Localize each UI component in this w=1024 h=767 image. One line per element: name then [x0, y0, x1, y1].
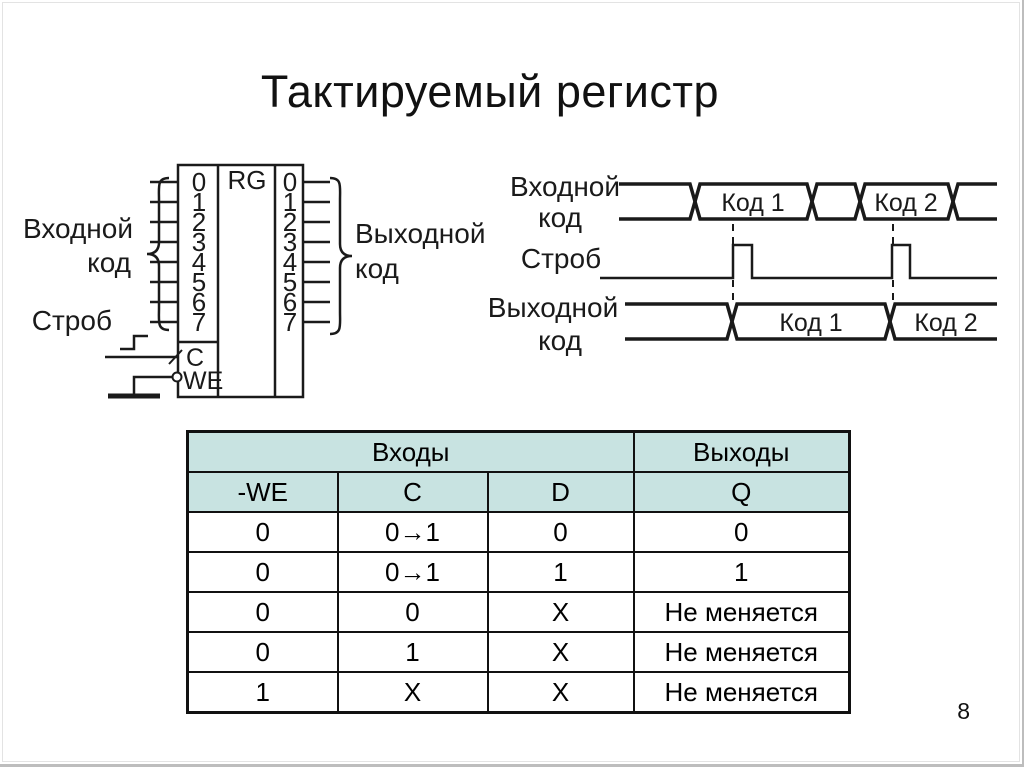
circuit-input-code-label-line1: Входной	[23, 213, 133, 244]
strobe-waveform	[600, 243, 997, 280]
circuit-strobe-label: Строб	[32, 305, 112, 336]
page-number: 8	[957, 698, 970, 724]
table-column-header-row: -WE C D Q	[186, 471, 851, 513]
inversion-circle-icon	[171, 371, 183, 383]
table-row: 1 X X Не меняется	[186, 671, 851, 714]
timing-output-code-label-line2: код	[538, 325, 582, 356]
register-type-label: RG	[228, 165, 267, 195]
input-pin-label: 3	[192, 227, 206, 257]
circuit-output-code-label-line1: Выходной	[355, 218, 485, 249]
output-pin-label: 5	[283, 267, 297, 297]
column-header-c: C	[336, 471, 489, 513]
slide-title: Тактируемый регистр	[260, 66, 720, 117]
output-bus-cell-label: Код 1	[779, 309, 842, 337]
table-row: 0 0→1 0 0	[186, 511, 851, 553]
input-pin-label: 7	[192, 307, 206, 337]
input-bus-cell-label: Код 2	[874, 189, 937, 217]
write-enable-wire	[132, 375, 172, 395]
timing-strobe-label: Строб	[521, 243, 601, 274]
output-pin-stubs	[303, 180, 330, 324]
table-cell: Не меняется	[632, 591, 851, 633]
output-pin-label: 0	[283, 167, 297, 197]
write-enable-pin-label: WE	[183, 367, 223, 395]
table-row: 0 1 X Не меняется	[186, 631, 851, 673]
output-code-brace	[329, 176, 353, 336]
timing-input-code-label-line1: Входной	[510, 171, 620, 202]
output-bus-cell-label: Код 2	[914, 309, 977, 337]
input-pin-label: 6	[192, 287, 206, 317]
rising-edge-icon	[120, 334, 148, 351]
group-header-outputs: Выходы	[632, 430, 851, 473]
table-cell: 0	[186, 511, 339, 553]
input-code-brace	[146, 176, 170, 332]
dynamic-input-slash	[168, 349, 183, 365]
table-cell: X	[486, 671, 635, 714]
input-pin-label: 2	[192, 207, 206, 237]
input-bus-waveform	[619, 182, 997, 221]
timing-diagram	[600, 182, 997, 341]
truth-table: Входы Выходы -WE C D Q 0 0→1 0 0 0 0→1 1…	[186, 430, 851, 714]
register-circuit-labels: RG 0 1 2 3 4 5 6 7 0 1 2 3 4 5 6 7 C WE …	[23, 165, 486, 395]
column-header-q: Q	[632, 471, 851, 513]
table-cell: 1	[632, 551, 851, 593]
table-cell: 0→1	[336, 511, 489, 553]
sync-dashed-lines	[732, 224, 894, 303]
table-cell: X	[486, 591, 635, 633]
slide-edge-bottom	[0, 764, 1024, 767]
circuit-output-code-label-line2: код	[355, 253, 399, 284]
table-cell: 0	[632, 511, 851, 553]
timing-input-code-label-line2: код	[538, 202, 582, 233]
timing-diagram-labels: Входной код Строб Выходной код Код 1 Код…	[488, 171, 978, 356]
register-circuit-diagram	[105, 163, 353, 399]
table-group-header-row: Входы Выходы	[186, 430, 851, 473]
clock-pin-label: C	[186, 344, 204, 372]
table-cell: X	[486, 631, 635, 673]
output-pin-label: 7	[283, 307, 297, 337]
table-cell: 1	[186, 671, 339, 714]
output-pin-label: 6	[283, 287, 297, 317]
column-header-we: -WE	[186, 471, 339, 513]
input-pin-label: 1	[192, 187, 206, 217]
table-cell: 0	[336, 591, 489, 633]
input-pin-label: 4	[192, 247, 206, 277]
table-cell: 0	[186, 551, 339, 593]
table-cell: Не меняется	[632, 671, 851, 714]
timing-output-code-label-line1: Выходной	[488, 292, 618, 323]
input-pin-stubs	[150, 180, 178, 324]
output-pin-label: 3	[283, 227, 297, 257]
table-cell: X	[336, 671, 489, 714]
table-cell: 0	[186, 591, 339, 633]
column-header-d: D	[486, 471, 635, 513]
table-cell: 0	[486, 511, 635, 553]
table-cell: Не меняется	[632, 631, 851, 673]
output-pin-label: 2	[283, 207, 297, 237]
output-pin-label: 4	[283, 247, 297, 277]
table-row: 0 0 X Не меняется	[186, 591, 851, 633]
group-header-inputs: Входы	[186, 430, 635, 473]
slide-edge-right	[1022, 0, 1024, 767]
input-pin-label: 0	[192, 167, 206, 197]
input-bus-cell-label: Код 1	[721, 189, 784, 217]
output-pin-label: 1	[283, 187, 297, 217]
table-cell: 1	[336, 631, 489, 673]
table-cell: 1	[486, 551, 635, 593]
circuit-input-code-label-line2: код	[87, 247, 131, 278]
input-pin-label: 5	[192, 267, 206, 297]
table-row: 0 0→1 1 1	[186, 551, 851, 593]
output-bus-waveform	[625, 302, 997, 341]
table-cell: 0→1	[336, 551, 489, 593]
table-cell: 0	[186, 631, 339, 673]
